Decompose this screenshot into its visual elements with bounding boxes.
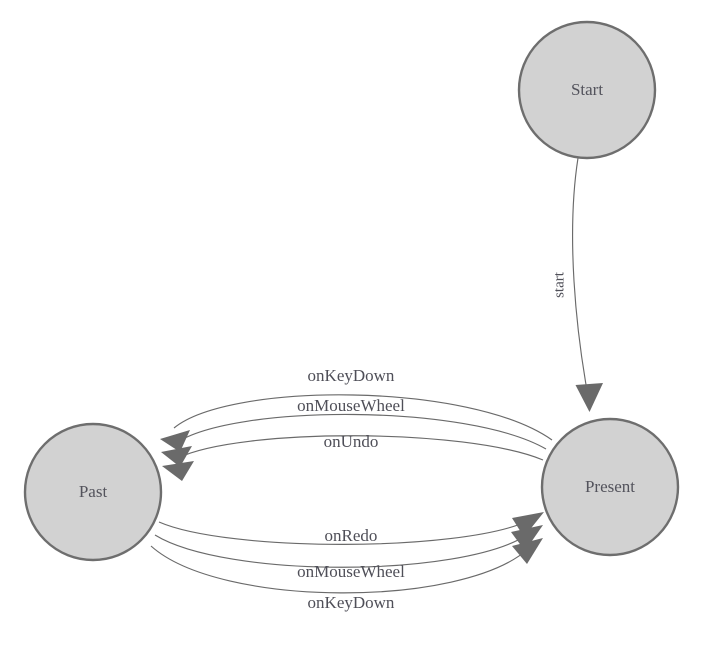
node-present[interactable]: Present: [540, 417, 680, 557]
edge-past-to-present-onredo[interactable]: onRedo: [158, 512, 544, 545]
node-present-circle: [540, 417, 680, 557]
edge-present-to-past-onundo-path: [177, 435, 544, 461]
edge-present-to-past-onmousewheel[interactable]: onMouseWheel: [161, 396, 547, 467]
node-past-circle: [23, 422, 163, 562]
arrowhead-past-to-present-onmousewheel: [511, 525, 543, 551]
edge-label-present-past-onkeydown: onKeyDown: [308, 366, 395, 385]
arrowhead-present-to-past-onmousewheel: [161, 446, 192, 467]
arrowhead-present-to-past-onundo: [162, 461, 194, 481]
edge-label-past-present-onkeydown: onKeyDown: [308, 593, 395, 612]
node-start-circle: [517, 20, 657, 160]
edge-present-to-past-onmousewheel-path: [175, 413, 547, 450]
edge-past-to-present-onkeydown-path: [150, 545, 529, 594]
edge-past-to-present-onredo-path: [158, 520, 529, 545]
node-past-label: Past: [79, 482, 108, 501]
edge-present-to-past-onundo[interactable]: onUndo: [162, 432, 544, 481]
node-present-label: Present: [585, 477, 635, 496]
arrowhead-past-to-present-onredo: [512, 512, 544, 537]
edge-label-past-present-onredo: onRedo: [325, 526, 378, 545]
edge-past-to-present-onkeydown[interactable]: onKeyDown: [150, 538, 543, 612]
node-past[interactable]: Past: [23, 422, 163, 562]
edge-label-present-past-onundo: onUndo: [324, 432, 379, 451]
edge-start-to-present[interactable]: start: [551, 157, 603, 412]
edge-past-to-present-onmousewheel-path: [154, 534, 528, 568]
edge-past-to-present-onmousewheel[interactable]: onMouseWheel: [154, 525, 543, 581]
edge-label-start: start: [551, 271, 567, 298]
arrowhead-start-to-present: [575, 383, 603, 412]
edge-present-to-past-onkeydown[interactable]: onKeyDown: [160, 366, 553, 452]
arrowhead-present-to-past-onkeydown: [160, 430, 190, 452]
edge-label-present-past-onmousewheel: onMouseWheel: [297, 396, 405, 415]
arrowhead-past-to-present-onkeydown: [512, 538, 543, 564]
edge-present-to-past-onkeydown-path: [173, 394, 553, 441]
node-start[interactable]: Start: [517, 20, 657, 160]
edge-start-to-present-path: [572, 157, 589, 397]
node-start-label: Start: [571, 80, 603, 99]
edge-label-past-present-onmousewheel: onMouseWheel: [297, 562, 405, 581]
